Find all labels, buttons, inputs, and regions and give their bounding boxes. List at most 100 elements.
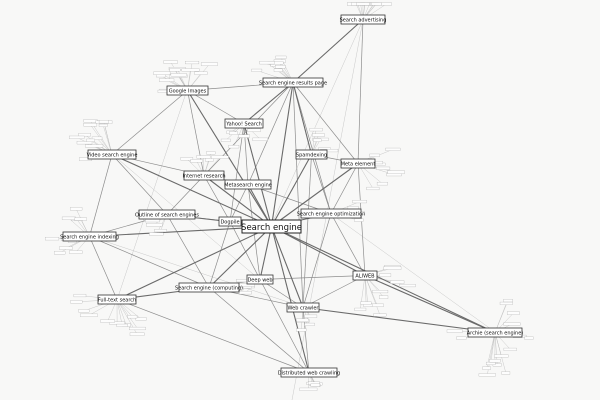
peripheral-node[interactable] [181,68,200,72]
peripheral-node[interactable] [61,216,76,220]
peripheral-node[interactable] [378,295,389,299]
peripheral-node[interactable] [360,301,372,305]
peripheral-node[interactable] [383,266,402,270]
peripheral-node[interactable] [98,123,108,127]
peripheral-node[interactable] [299,387,318,391]
peripheral-node[interactable] [129,326,146,331]
peripheral-node[interactable] [159,78,175,82]
node-metasearch-engine[interactable]: Metasearch engine [224,179,272,190]
peripheral-node[interactable] [200,62,218,66]
peripheral-node[interactable] [80,313,98,317]
peripheral-node[interactable] [69,207,83,211]
peripheral-node[interactable] [304,322,315,326]
peripheral-node[interactable] [85,144,104,148]
peripheral-node[interactable] [366,186,380,191]
peripheral-node[interactable] [129,332,145,336]
peripheral-node[interactable] [376,182,388,186]
peripheral-node[interactable] [239,291,252,295]
peripheral-node[interactable] [163,60,178,64]
peripheral-node[interactable] [251,68,263,72]
peripheral-node[interactable] [478,373,496,377]
node-meta-element[interactable]: Meta element [340,158,376,169]
peripheral-node[interactable] [98,120,109,124]
node-deep-web[interactable]: Deep web [246,274,274,285]
node-search-engine[interactable]: Search engine [241,219,302,234]
peripheral-node[interactable] [252,137,268,141]
peripheral-node[interactable] [275,65,286,69]
peripheral-node[interactable] [499,301,513,305]
node-full-text-search[interactable]: Full-text search [97,294,137,305]
node-search-engine-indexing[interactable]: Search engine indexing [60,231,119,242]
peripheral-node[interactable] [503,347,517,351]
node-seo[interactable]: Search engine optimization [297,208,366,219]
peripheral-node[interactable] [78,309,90,313]
peripheral-node[interactable] [238,134,250,138]
peripheral-node[interactable] [45,237,60,241]
peripheral-node[interactable] [220,138,231,142]
peripheral-node[interactable] [507,311,520,315]
peripheral-node[interactable] [196,155,211,159]
peripheral-node[interactable] [379,273,392,277]
peripheral-node[interactable] [259,61,275,65]
peripheral-node[interactable] [296,328,307,332]
peripheral-node[interactable] [146,223,163,227]
peripheral-node[interactable] [304,314,318,318]
peripheral-node[interactable] [135,317,147,321]
node-aliweb[interactable]: ALIWEB [352,270,378,281]
peripheral-node[interactable] [310,383,321,387]
peripheral-node[interactable] [399,283,416,288]
peripheral-node[interactable] [503,299,513,303]
peripheral-node[interactable] [73,293,87,298]
node-search-advertising[interactable]: Search advertising [340,14,387,25]
peripheral-node[interactable] [59,246,73,250]
peripheral-node[interactable] [369,153,380,157]
peripheral-node[interactable] [91,136,103,140]
node-google-images[interactable]: Google Images [166,85,209,96]
peripheral-node[interactable] [356,2,370,6]
node-serp[interactable]: Search engine results page [259,77,327,88]
peripheral-node[interactable] [352,200,367,204]
peripheral-node[interactable] [275,55,287,59]
peripheral-node[interactable] [154,229,167,233]
peripheral-node[interactable] [180,157,194,161]
node-dogpile[interactable]: Dogpile [218,216,242,227]
peripheral-node[interactable] [247,128,261,132]
peripheral-node[interactable] [127,315,138,319]
peripheral-node[interactable] [313,138,322,142]
peripheral-node[interactable] [169,68,181,72]
peripheral-node[interactable] [489,359,501,363]
node-distributed-web-crawling[interactable]: Distributed web crawling [278,367,340,378]
node-spamdexing[interactable]: Spamdexing [295,149,328,160]
peripheral-node[interactable] [74,217,87,221]
peripheral-node[interactable] [69,250,83,254]
peripheral-node[interactable] [312,133,325,137]
peripheral-node[interactable] [446,329,463,333]
peripheral-node[interactable] [486,361,496,366]
peripheral-node[interactable] [83,123,98,127]
peripheral-node[interactable] [76,141,93,145]
peripheral-node[interactable] [145,219,160,223]
peripheral-node[interactable] [390,280,405,284]
node-search-engine-computing[interactable]: Search engine (computing) [175,282,243,293]
peripheral-node[interactable] [70,300,83,304]
peripheral-node[interactable] [387,170,405,174]
peripheral-node[interactable] [54,251,66,255]
peripheral-node[interactable] [69,135,85,139]
peripheral-node[interactable] [524,336,534,340]
peripheral-node[interactable] [273,68,283,72]
node-video-search-engine[interactable]: Video search engine [87,149,138,160]
peripheral-node[interactable] [494,354,509,358]
node-outline-of-search-engines[interactable]: Outline of search engines [135,209,199,220]
peripheral-node[interactable] [116,323,128,327]
peripheral-node[interactable] [229,131,238,135]
peripheral-node[interactable] [170,73,187,77]
peripheral-node[interactable] [354,307,367,311]
peripheral-node[interactable] [296,318,309,322]
peripheral-node[interactable] [503,322,521,326]
peripheral-node[interactable] [100,319,115,323]
peripheral-node[interactable] [501,371,511,375]
peripheral-node[interactable] [482,366,491,370]
node-archie[interactable]: Archie (search engine) [467,327,524,338]
peripheral-node[interactable] [149,232,164,236]
peripheral-node[interactable] [372,289,389,294]
